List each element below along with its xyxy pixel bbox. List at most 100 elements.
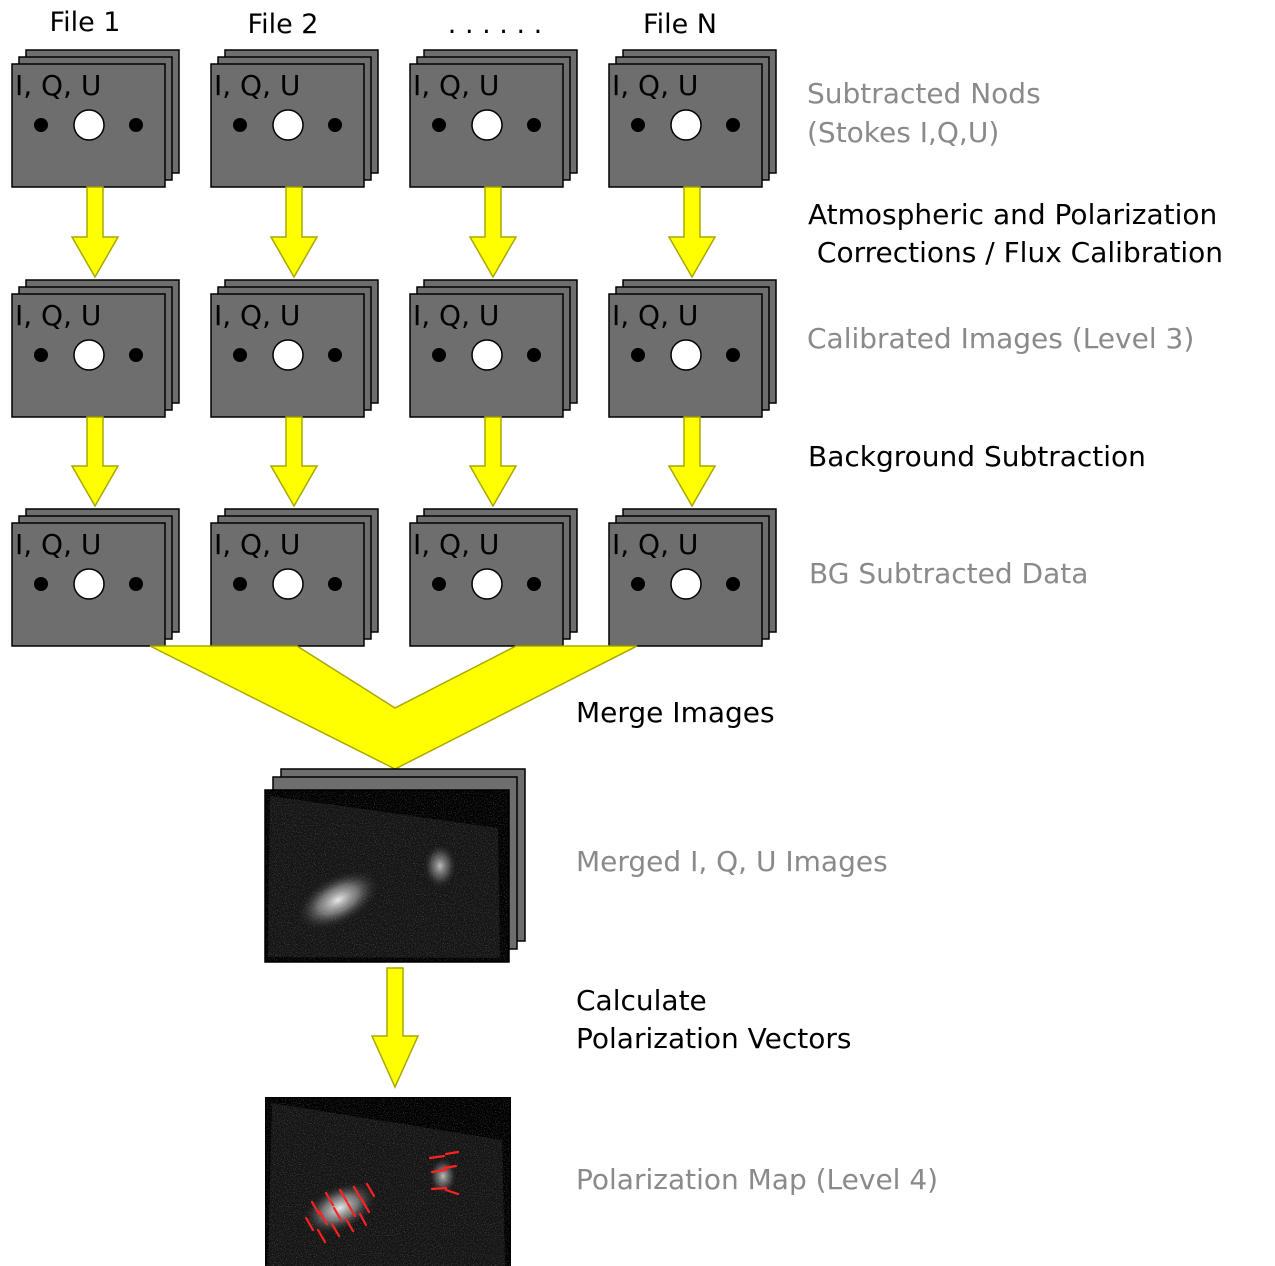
source-circle bbox=[272, 109, 304, 141]
nod-dot-right bbox=[129, 577, 143, 591]
nod-dot-left bbox=[34, 577, 48, 591]
vector-arrow bbox=[370, 967, 420, 1089]
frame-stack: I, Q, U bbox=[210, 279, 379, 418]
frame-stack: I, Q, U bbox=[409, 279, 578, 418]
nod-dot-left bbox=[631, 348, 645, 362]
step-arrows bbox=[70, 186, 717, 508]
frame-label: I, Q, U bbox=[413, 528, 499, 561]
stage-label-merged: Merged I, Q, U Images bbox=[576, 845, 888, 878]
frame-stack: I, Q, U bbox=[210, 508, 379, 647]
nod-dot-right bbox=[726, 118, 740, 132]
stage-label-bg-subtracted: BG Subtracted Data bbox=[809, 557, 1088, 590]
column-headers: File 1 File 2 . . . . . . File N bbox=[50, 7, 717, 40]
frame-stack: I, Q, U bbox=[11, 508, 180, 647]
source-circle bbox=[73, 339, 105, 371]
polarization-vector bbox=[352, 1185, 363, 1201]
step-label-vectors: Calculate Polarization Vectors bbox=[576, 984, 851, 1055]
source-circle bbox=[73, 109, 105, 141]
polarization-vector bbox=[365, 1182, 376, 1198]
column-header-file-n: File N bbox=[643, 9, 717, 40]
merged-image-stack bbox=[264, 768, 526, 963]
frame-stack: I, Q, U bbox=[608, 508, 777, 647]
frame-label: I, Q, U bbox=[214, 299, 300, 332]
frame-label: I, Q, U bbox=[612, 528, 698, 561]
frame-stack: I, Q, U bbox=[210, 49, 379, 188]
nod-dot-left bbox=[233, 577, 247, 591]
nod-dot-left bbox=[631, 577, 645, 591]
polarization-vector bbox=[338, 1188, 349, 1204]
down-arrow bbox=[667, 416, 717, 508]
nod-dot-left bbox=[432, 118, 446, 132]
nod-dot-right bbox=[527, 118, 541, 132]
polarization-vector bbox=[316, 1228, 327, 1244]
down-arrow bbox=[269, 416, 319, 508]
step-label-line: Corrections / Flux Calibration bbox=[808, 236, 1223, 269]
frame-label: I, Q, U bbox=[214, 528, 300, 561]
frame-label: I, Q, U bbox=[413, 69, 499, 102]
polarization-map-image bbox=[265, 1097, 511, 1266]
merged-image bbox=[264, 789, 510, 963]
polarization-vector bbox=[430, 1186, 448, 1191]
source-circle bbox=[73, 568, 105, 600]
polarization-vector bbox=[310, 1200, 321, 1216]
frame-label: I, Q, U bbox=[214, 69, 300, 102]
column-header-file-2: File 2 bbox=[248, 9, 319, 40]
nod-dot-right bbox=[726, 577, 740, 591]
source-circle bbox=[670, 109, 702, 141]
polarization-vector bbox=[304, 1216, 315, 1232]
nod-dot-left bbox=[34, 118, 48, 132]
down-arrow bbox=[269, 186, 319, 279]
polarization-vector bbox=[444, 1150, 460, 1156]
polarization-vector bbox=[442, 1164, 458, 1170]
frame-label: I, Q, U bbox=[612, 299, 698, 332]
step-labels: Atmospheric and Polarization Corrections… bbox=[576, 198, 1275, 1055]
stage-label-line: (Stokes I,Q,U) bbox=[807, 116, 999, 149]
source-circle bbox=[471, 339, 503, 371]
nod-dot-right bbox=[129, 348, 143, 362]
down-arrow bbox=[667, 186, 717, 279]
polarization-vector bbox=[324, 1191, 335, 1207]
stage-label-polarization-map: Polarization Map (Level 4) bbox=[576, 1163, 938, 1196]
stage-label-line: Subtracted Nods bbox=[807, 77, 1041, 110]
nod-dot-left bbox=[34, 348, 48, 362]
nod-dot-left bbox=[233, 118, 247, 132]
stage-labels: Subtracted Nods (Stokes I,Q,U) Calibrate… bbox=[576, 77, 1194, 1196]
down-arrow bbox=[70, 186, 120, 279]
nod-dot-right bbox=[328, 577, 342, 591]
step-label-corrections: Atmospheric and Polarization Corrections… bbox=[808, 198, 1275, 269]
nod-dot-right bbox=[527, 577, 541, 591]
source-circle bbox=[272, 339, 304, 371]
column-header-ellipsis: . . . . . . bbox=[448, 9, 542, 40]
frame-stack: I, Q, U bbox=[608, 279, 777, 418]
frame-stack: I, Q, U bbox=[409, 49, 578, 188]
step-label-line: Calculate bbox=[576, 984, 707, 1017]
frame-label: I, Q, U bbox=[612, 69, 698, 102]
nod-dot-right bbox=[328, 348, 342, 362]
nod-dot-right bbox=[726, 348, 740, 362]
polarization-vector bbox=[346, 1202, 357, 1218]
step-label-line: Atmospheric and Polarization bbox=[808, 198, 1217, 231]
frame-label: I, Q, U bbox=[15, 299, 101, 332]
down-arrow bbox=[70, 416, 120, 508]
frame-label: I, Q, U bbox=[15, 528, 101, 561]
step-label-line: Polarization Vectors bbox=[576, 1022, 851, 1055]
frame-stack: I, Q, U bbox=[409, 508, 578, 647]
source-circle bbox=[272, 568, 304, 600]
polarization-vector bbox=[360, 1198, 371, 1214]
step-label-background: Background Subtraction bbox=[808, 440, 1146, 473]
column-header-file-1: File 1 bbox=[50, 7, 121, 38]
frame-stack: I, Q, U bbox=[11, 49, 180, 188]
polarization-vector bbox=[430, 1168, 448, 1174]
nod-dot-right bbox=[129, 118, 143, 132]
polarization-vector bbox=[330, 1222, 341, 1238]
polarization-vector bbox=[358, 1212, 368, 1227]
nod-dot-left bbox=[432, 348, 446, 362]
nod-dot-right bbox=[328, 118, 342, 132]
polarization-vector bbox=[318, 1210, 329, 1226]
frame-stack: I, Q, U bbox=[11, 279, 180, 418]
nod-dot-right bbox=[527, 348, 541, 362]
frame-stack: I, Q, U bbox=[608, 49, 777, 188]
merge-arrow bbox=[149, 645, 638, 770]
step-label-merge: Merge Images bbox=[576, 696, 775, 729]
